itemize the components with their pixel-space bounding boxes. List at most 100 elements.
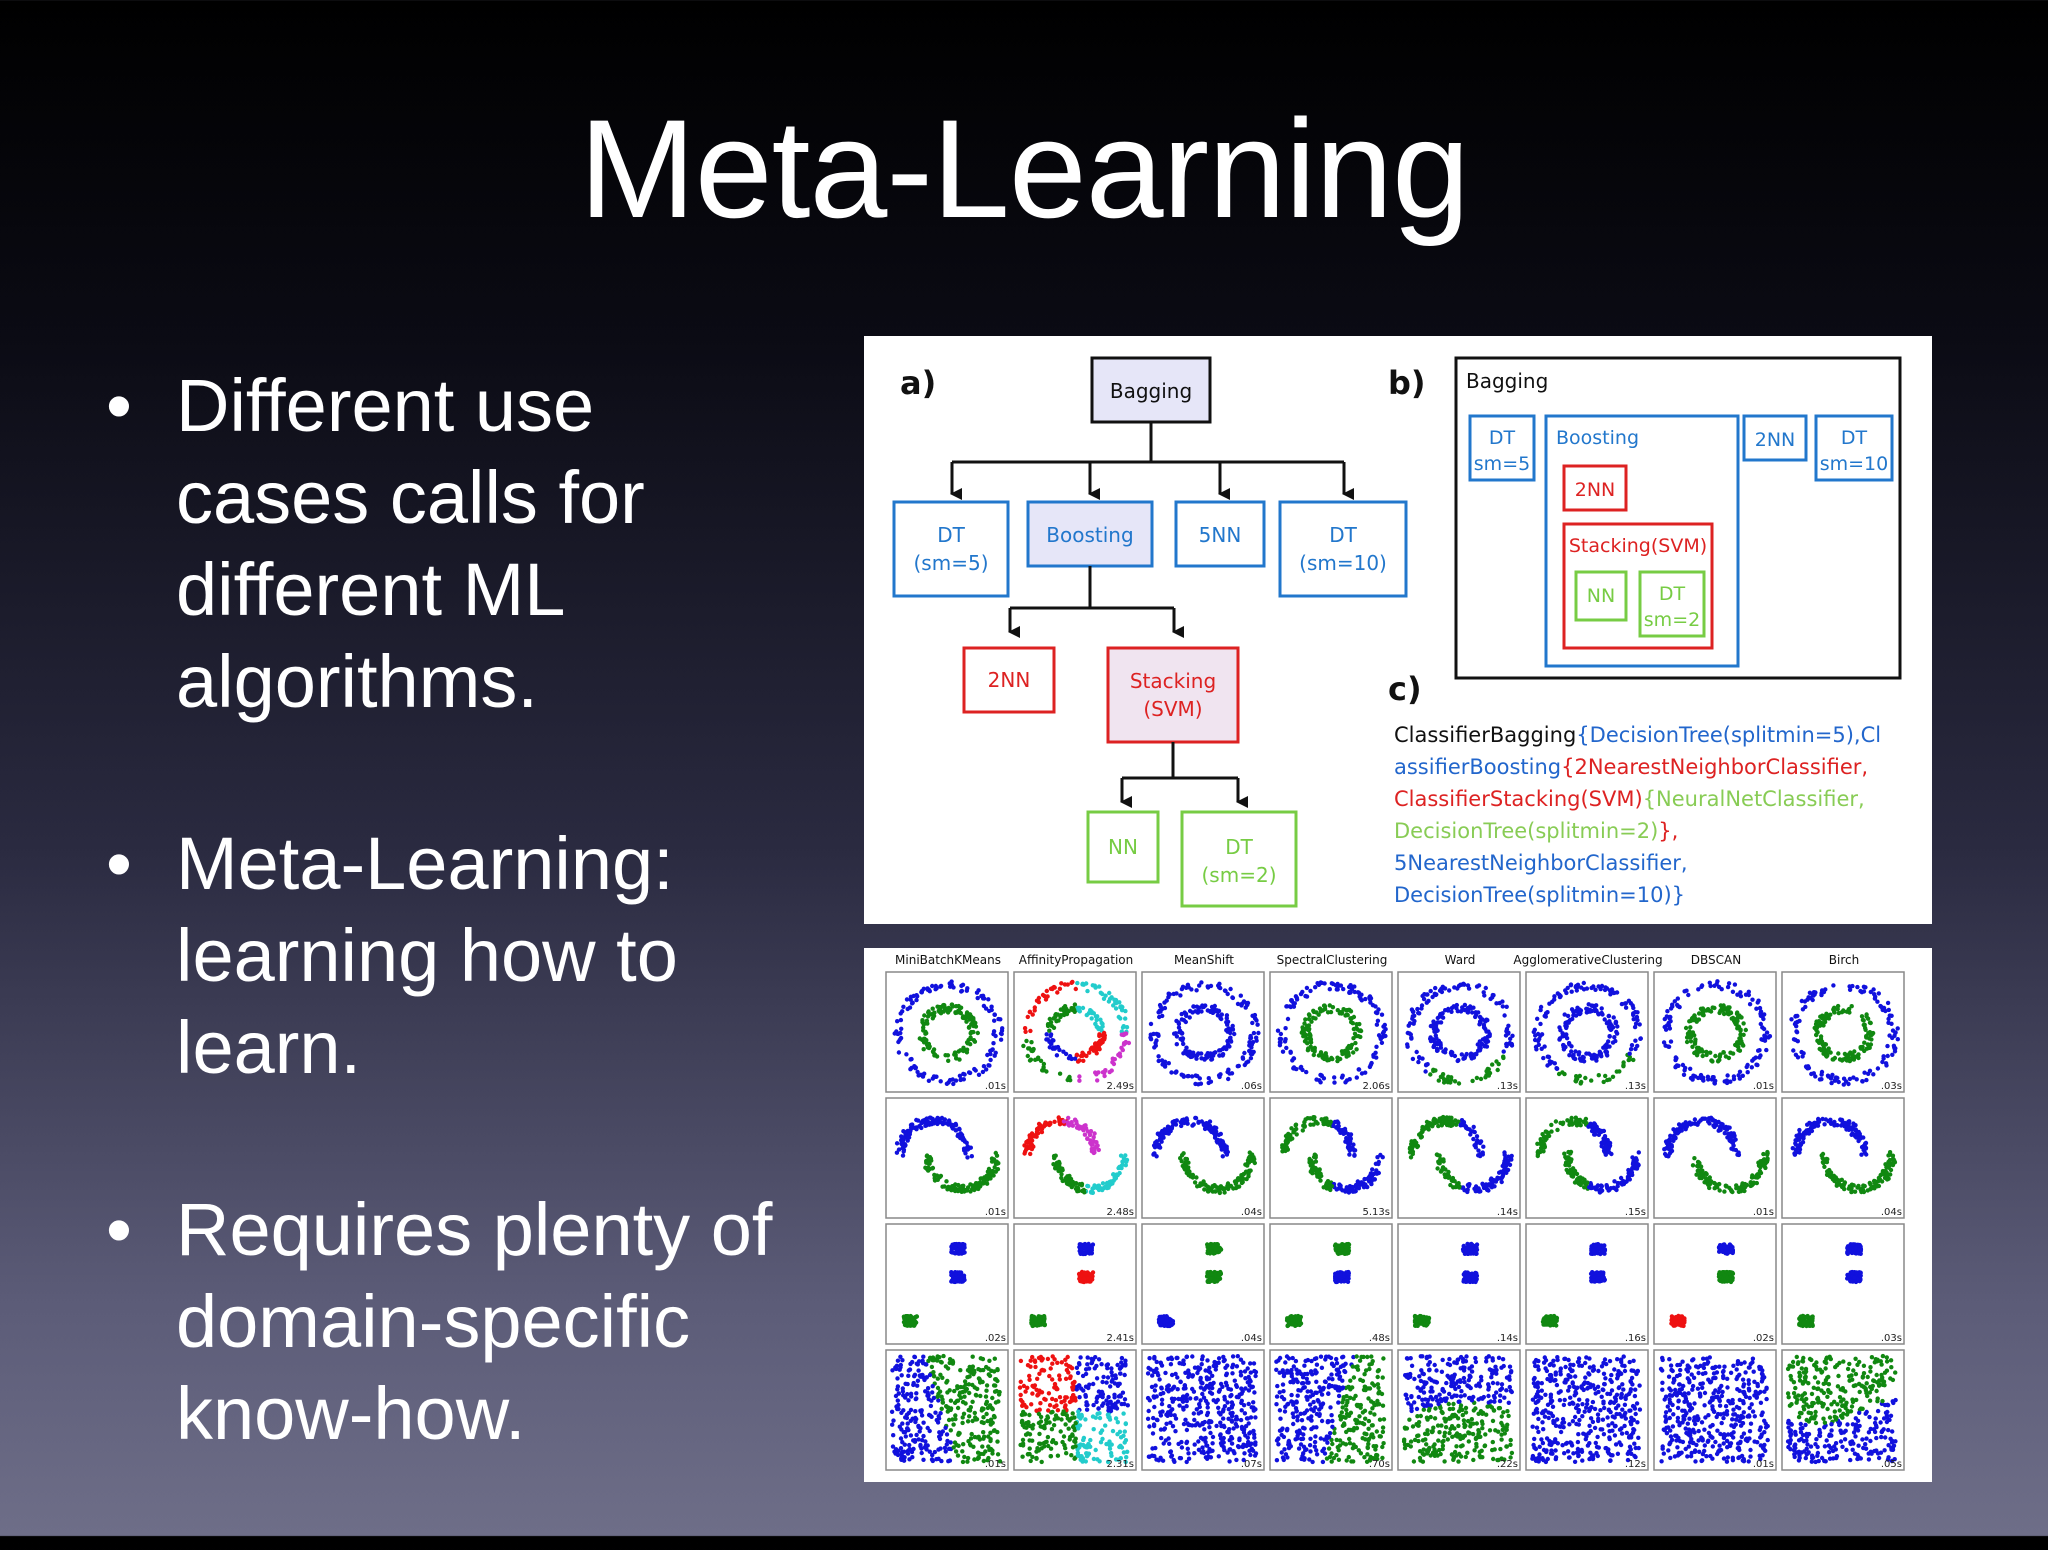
cluster-point xyxy=(1840,1057,1846,1062)
cluster-point xyxy=(1728,1188,1734,1193)
cluster-point xyxy=(1755,1175,1760,1180)
cluster-point xyxy=(1859,1014,1865,1019)
cluster-point xyxy=(1239,1001,1245,1006)
cluster-point xyxy=(1885,1043,1890,1049)
cluster-point xyxy=(1589,985,1594,991)
cluster-point xyxy=(1206,1076,1211,1081)
cluster-point xyxy=(1835,1006,1840,1012)
cluster-point xyxy=(1291,1066,1296,1071)
bullet-line: learn. xyxy=(176,1006,362,1089)
cluster-point xyxy=(1455,1119,1460,1124)
cluster-cell: 5.13s xyxy=(1269,1097,1393,1219)
cluster-point xyxy=(1832,1010,1837,1015)
cluster-point xyxy=(965,1185,971,1190)
cluster-point xyxy=(1607,1034,1612,1039)
cluster-point xyxy=(1709,1058,1714,1063)
cluster-point xyxy=(1421,996,1427,1002)
cluster-point xyxy=(1834,1181,1840,1186)
cluster-point xyxy=(947,1077,953,1083)
cluster-point xyxy=(1221,1187,1226,1192)
cluster-point xyxy=(1326,1122,1331,1127)
cluster-point xyxy=(1305,1041,1310,1046)
cluster-point xyxy=(1047,1028,1052,1033)
cluster-point xyxy=(1751,1056,1757,1061)
cluster-point xyxy=(1440,1015,1446,1020)
code-segment: assifierBoosting xyxy=(1394,755,1561,779)
cluster-point xyxy=(961,1045,966,1050)
cluster-point xyxy=(1737,1076,1742,1081)
cluster-point xyxy=(1000,1026,1005,1031)
cluster-point xyxy=(1094,1017,1099,1023)
cluster-point xyxy=(964,1050,970,1055)
cluster-point xyxy=(1717,1181,1722,1187)
cluster-point xyxy=(1436,1038,1441,1043)
cluster-point xyxy=(1124,1159,1129,1164)
cluster-point xyxy=(1847,984,1852,989)
cluster-point xyxy=(1662,1016,1667,1022)
cluster-point xyxy=(1584,986,1590,991)
cluster-point xyxy=(1457,1184,1462,1189)
cluster-point xyxy=(1860,1079,1865,1084)
cluster-point xyxy=(1800,1054,1805,1059)
b-dt2-line: sm=2 xyxy=(1644,609,1700,631)
cluster-point xyxy=(1792,1021,1798,1027)
cluster-point xyxy=(1607,988,1613,993)
cluster-point xyxy=(1535,1016,1540,1021)
cluster-point xyxy=(1309,1167,1315,1172)
cluster-cell: .15s xyxy=(1525,1097,1649,1219)
cluster-point xyxy=(1309,1019,1314,1024)
cluster-point xyxy=(1858,1136,1863,1141)
cluster-point xyxy=(996,1161,1001,1166)
node-stacking-line: (SVM) xyxy=(1143,697,1202,721)
cluster-point xyxy=(1348,1016,1353,1021)
cluster-point xyxy=(1185,1121,1190,1126)
cluster-point xyxy=(1446,1169,1451,1175)
cluster-point xyxy=(1749,1183,1755,1188)
bullet-line: different ML xyxy=(176,548,566,631)
cluster-point xyxy=(1675,996,1680,1001)
cluster-point xyxy=(1579,1058,1585,1063)
timing-label: 2.48s xyxy=(1107,1207,1134,1218)
cluster-point xyxy=(1354,1075,1359,1080)
cluster-point xyxy=(1355,1027,1360,1032)
cluster-point xyxy=(1680,1062,1686,1068)
cluster-point xyxy=(1084,1053,1089,1059)
bullet-line: know-how. xyxy=(176,1372,526,1455)
cluster-point xyxy=(1373,1050,1378,1055)
cluster-point xyxy=(897,1037,902,1043)
bullet-line: learning how to xyxy=(176,914,678,997)
cluster-point xyxy=(973,1020,978,1026)
cluster-point xyxy=(1440,984,1445,989)
cluster-point xyxy=(1181,1041,1186,1047)
cluster-point xyxy=(1354,1047,1359,1052)
cluster-point xyxy=(1170,1119,1175,1125)
cluster-point xyxy=(1201,1179,1206,1184)
cluster-point xyxy=(1351,1026,1357,1032)
cluster-point xyxy=(1362,1176,1367,1182)
cluster-point xyxy=(1036,999,1042,1005)
cluster-point xyxy=(1374,1044,1379,1049)
cluster-point xyxy=(1280,1049,1286,1054)
cluster-point xyxy=(1831,1057,1836,1062)
cluster-point xyxy=(1764,1047,1769,1053)
cluster-point xyxy=(1844,1058,1850,1063)
cluster-point xyxy=(991,1031,996,1037)
cluster-point xyxy=(1193,1115,1199,1121)
cluster-point xyxy=(951,1081,956,1087)
cluster-point xyxy=(1107,1069,1112,1075)
cluster-point xyxy=(1101,1070,1107,1075)
cluster-point xyxy=(1428,1023,1434,1029)
cluster-point xyxy=(1665,1009,1670,1014)
cluster-point xyxy=(1755,1062,1760,1068)
cluster-point xyxy=(1248,1035,1254,1041)
cluster-point xyxy=(1599,1144,1604,1149)
cluster-point xyxy=(949,1002,955,1007)
cluster-point xyxy=(1592,1006,1598,1012)
cluster-point xyxy=(1379,1040,1385,1045)
cluster-point xyxy=(1708,1050,1713,1055)
cluster-point xyxy=(1858,1187,1863,1192)
cluster-point xyxy=(1298,1321,1303,1327)
cluster-point xyxy=(1677,1004,1682,1010)
cluster-point xyxy=(955,1133,960,1139)
cluster-point xyxy=(1533,1044,1539,1050)
